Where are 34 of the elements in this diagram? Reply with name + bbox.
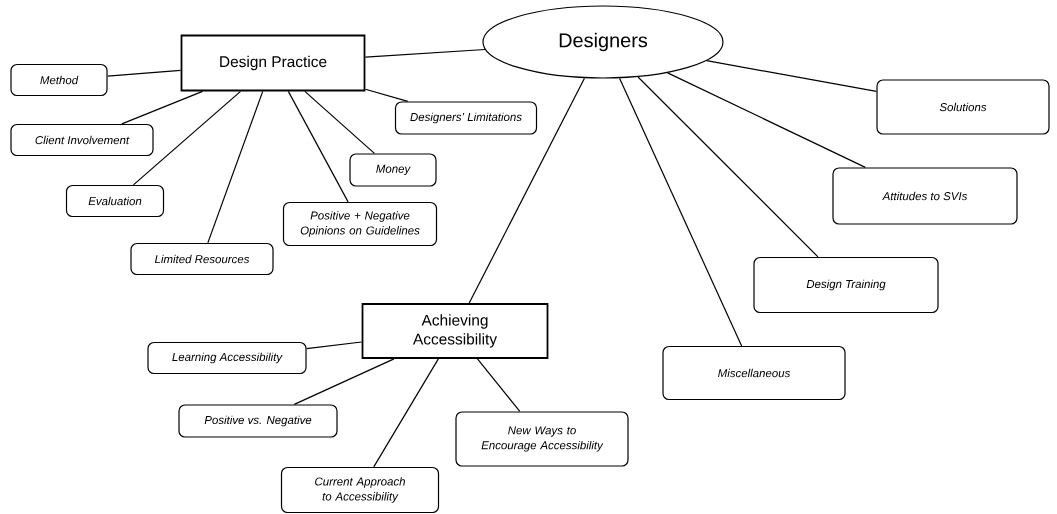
connector-line — [476, 358, 521, 412]
connector-line — [207, 90, 264, 244]
connector-line — [287, 90, 349, 203]
subtopic-box: Learning Accessibility — [147, 341, 307, 375]
subtopic-box: Method — [10, 63, 108, 97]
connector-line — [618, 77, 743, 347]
subtopic-box: Client Involvement — [10, 123, 154, 157]
category-box: Achieving Accessibility — [361, 303, 549, 359]
connector-line — [468, 77, 586, 304]
connector-line — [706, 60, 877, 92]
subtopic-box: Limited Resources — [130, 242, 274, 276]
subtopic-box: Design Training — [753, 256, 939, 314]
subtopic-box: Attitudes to SVIs — [832, 167, 1018, 225]
subtopic-box: Current Approach to Accessibility — [280, 466, 440, 514]
connector-line — [667, 72, 866, 168]
connector-line — [373, 358, 439, 468]
connector-line — [304, 90, 375, 154]
connector-line — [293, 358, 395, 405]
subtopic-box: New Ways to Encourage Accessibility — [455, 411, 629, 467]
connector-line — [637, 76, 819, 258]
subtopic-box: Designers’ Limitations — [394, 101, 538, 135]
subtopic-box: Miscellaneous — [662, 345, 846, 401]
connector-line — [306, 341, 363, 350]
category-box: Design Practice — [180, 34, 366, 92]
subtopic-box: Positive vs. Negative — [178, 404, 338, 438]
connector-line — [132, 90, 242, 186]
connector-line — [364, 48, 486, 58]
subtopic-box: Solutions — [876, 79, 1050, 135]
connector-line — [121, 90, 204, 125]
connector-line — [364, 88, 409, 102]
subtopic-box: Positive + Negative Opinions on Guidelines — [282, 201, 438, 247]
connector-line — [107, 69, 182, 77]
subtopic-box: Money — [349, 153, 437, 187]
subtopic-box: Evaluation — [65, 184, 165, 218]
